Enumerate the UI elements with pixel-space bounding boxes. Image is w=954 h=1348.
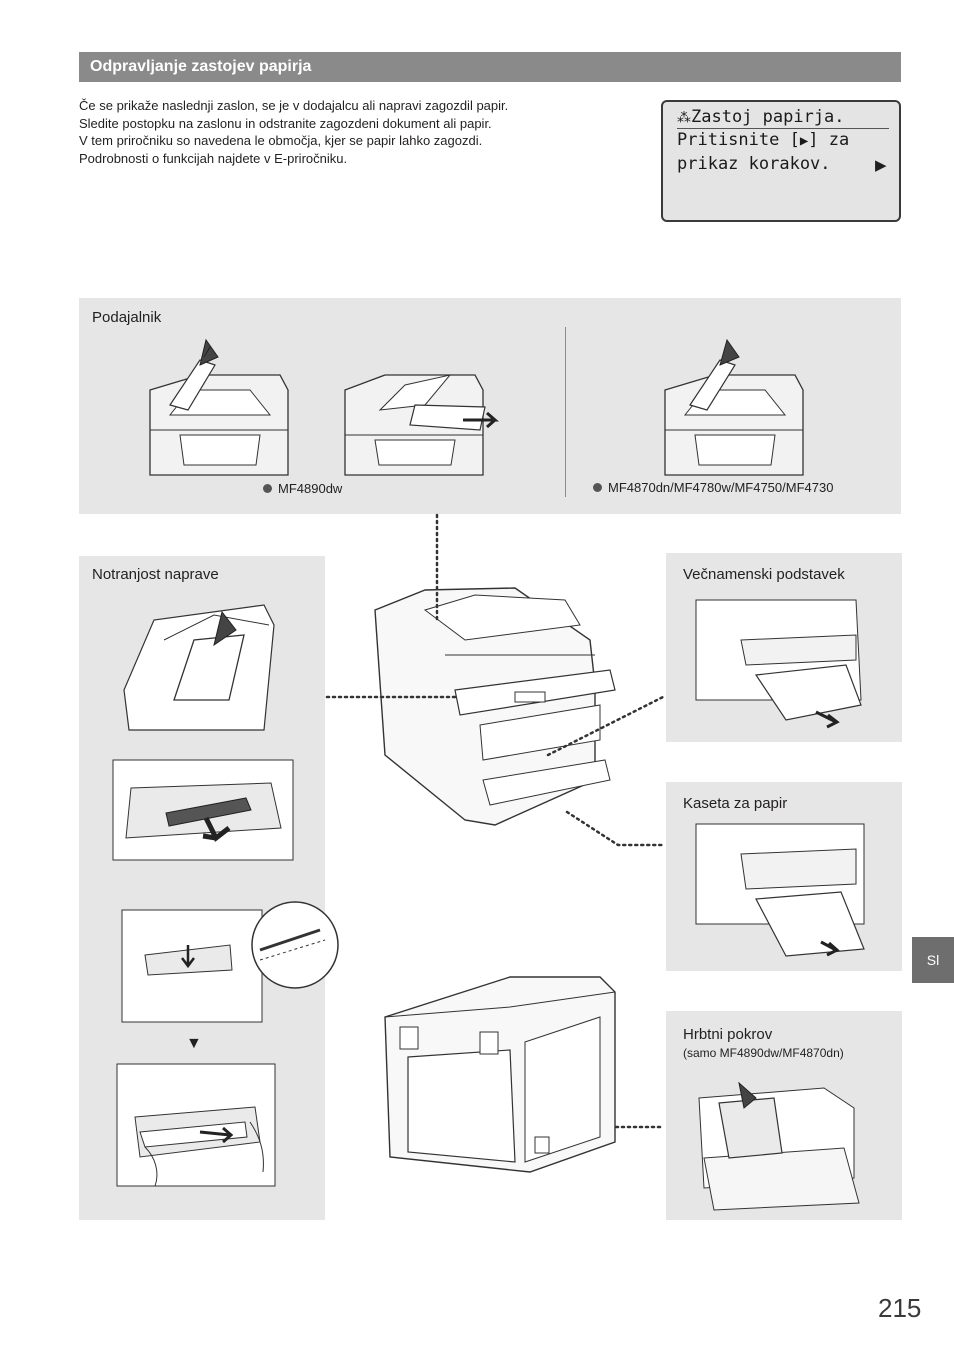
page-number: 215 xyxy=(878,1293,921,1324)
language-tab: Sl xyxy=(912,937,954,983)
printer-back-illustration xyxy=(380,972,620,1177)
paper-cassette-title: Kaseta za papir xyxy=(683,795,787,812)
rear-cover-subtitle: (samo MF4890dw/MF4870dn) xyxy=(683,1046,844,1060)
multipurpose-tray-title: Večnamenski podstavek xyxy=(683,566,845,583)
rear-cover-title: Hrbtni pokrov xyxy=(683,1026,772,1043)
multipurpose-tray-illustration xyxy=(696,600,864,728)
paper-cassette-illustration xyxy=(696,824,866,958)
rear-cover-illustration xyxy=(694,1078,860,1210)
